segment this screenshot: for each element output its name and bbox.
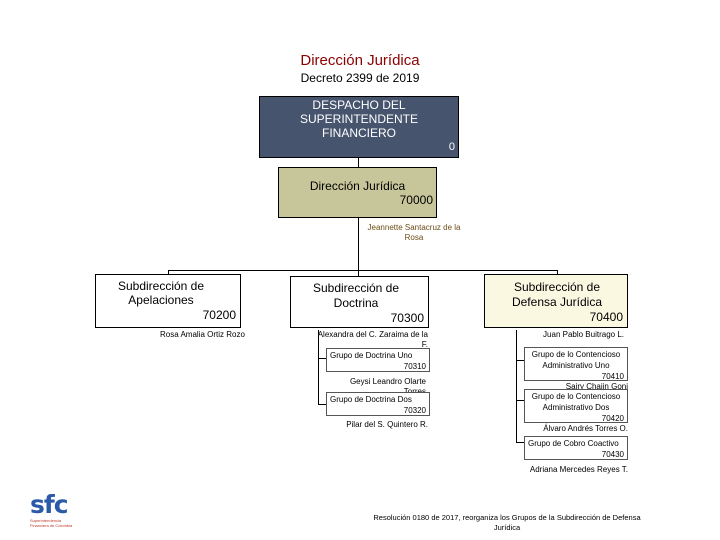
- connector-defensa-g2: [516, 400, 524, 401]
- connector-defensa-g3: [516, 442, 524, 443]
- group-cobro-coactivo[interactable]: Grupo de Cobro Coactivo 70430: [524, 436, 628, 460]
- doctrina-dos-code: 70320: [403, 406, 426, 415]
- defensa-head: Juan Pablo Buitrago L.: [543, 330, 624, 339]
- group-doctrina-dos[interactable]: Grupo de Doctrina Dos 70320: [326, 392, 430, 416]
- doctrina-dos-name: Grupo de Doctrina Dos: [330, 395, 412, 404]
- connector-despacho-direccion: [358, 158, 359, 167]
- connector-horizontal-bus: [168, 270, 557, 271]
- direccion-code: 70000: [399, 193, 433, 207]
- apelaciones-code: 70200: [202, 308, 236, 322]
- cobro-coactivo-code: 70430: [601, 450, 624, 459]
- doctrina-name: Subdirección de Doctrina: [312, 281, 400, 310]
- defensa-name: Subdirección de Defensa Jurídica: [511, 280, 603, 309]
- connector-defensa-g1: [516, 360, 524, 361]
- doctrina-uno-head: Geysi Leandro Olarte Torres: [349, 377, 426, 396]
- contencioso-dos-head: Álvaro Andrés Torres O.: [543, 424, 628, 433]
- connector-apelaciones: [168, 270, 169, 274]
- subdireccion-doctrina-box[interactable]: Subdirección de Doctrina 70300: [290, 276, 429, 328]
- despacho-name: DESPACHO DEL SUPERINTENDENTE FINANCIERO: [299, 98, 418, 140]
- subdireccion-apelaciones-box[interactable]: Subdirección de Apelaciones 70200: [95, 274, 241, 328]
- connector-defensa: [557, 270, 558, 274]
- group-contencioso-uno[interactable]: Grupo de lo Contencioso Administrativo U…: [524, 347, 628, 381]
- contencioso-dos-code: 70420: [601, 414, 624, 423]
- connector-doctrina-g2: [318, 404, 326, 405]
- apelaciones-name: Subdirección de Apelaciones: [117, 279, 205, 307]
- direccion-juridica-box[interactable]: Dirección Jurídica 70000: [278, 167, 437, 218]
- doctrina-code: 70300: [390, 311, 424, 325]
- doctrina-head: Alexandra del C. Zaraima de la F.: [317, 330, 428, 349]
- contencioso-dos-name: Grupo de lo Contencioso Administrativo D…: [531, 392, 621, 412]
- despacho-code: 0: [448, 141, 455, 153]
- sfc-logo: sfc Superintendencia Financiera de Colom…: [30, 490, 78, 528]
- decree-subtitle: Decreto 2399 de 2019: [300, 71, 420, 85]
- doctrina-uno-name: Grupo de Doctrina Uno: [330, 351, 413, 360]
- doctrina-uno-code: 70310: [403, 362, 426, 371]
- connector-direccion-bus: [358, 218, 359, 271]
- contencioso-uno-head: Sairy Chajin Goni: [565, 382, 628, 391]
- cobro-coactivo-head: Adriana Mercedes Reyes T.: [529, 465, 628, 474]
- group-contencioso-dos[interactable]: Grupo de lo Contencioso Administrativo D…: [524, 389, 628, 423]
- contencioso-uno-name: Grupo de lo Contencioso Administrativo U…: [531, 350, 621, 370]
- chart-title: Dirección Jurídica: [300, 52, 420, 69]
- group-doctrina-uno[interactable]: Grupo de Doctrina Uno 70310: [326, 348, 430, 372]
- connector-defensa-spine: [516, 330, 517, 443]
- despacho-box[interactable]: DESPACHO DEL SUPERINTENDENTE FINANCIERO …: [259, 96, 459, 158]
- connector-doctrina: [358, 270, 359, 276]
- direccion-name: Dirección Jurídica: [309, 179, 406, 193]
- doctrina-dos-head: Pilar del S. Quintero R.: [346, 420, 428, 429]
- footnote: Resolución 0180 de 2017, reorganiza los …: [373, 513, 641, 532]
- direccion-head: Jeannette Santacruz de la Rosa: [367, 223, 461, 242]
- apelaciones-head: Rosa Amalia Ortiz Rozo: [160, 330, 245, 339]
- subdireccion-defensa-box[interactable]: Subdirección de Defensa Jurídica 70400: [484, 274, 628, 328]
- sfc-logo-text: sfc: [30, 490, 69, 519]
- defensa-code: 70400: [589, 310, 623, 324]
- connector-doctrina-spine: [318, 330, 319, 405]
- sfc-logo-caption: Superintendencia Financiera de Colombia: [30, 518, 73, 528]
- connector-doctrina-g1: [318, 358, 326, 359]
- contencioso-uno-code: 70410: [601, 372, 624, 381]
- cobro-coactivo-name: Grupo de Cobro Coactivo: [528, 439, 619, 448]
